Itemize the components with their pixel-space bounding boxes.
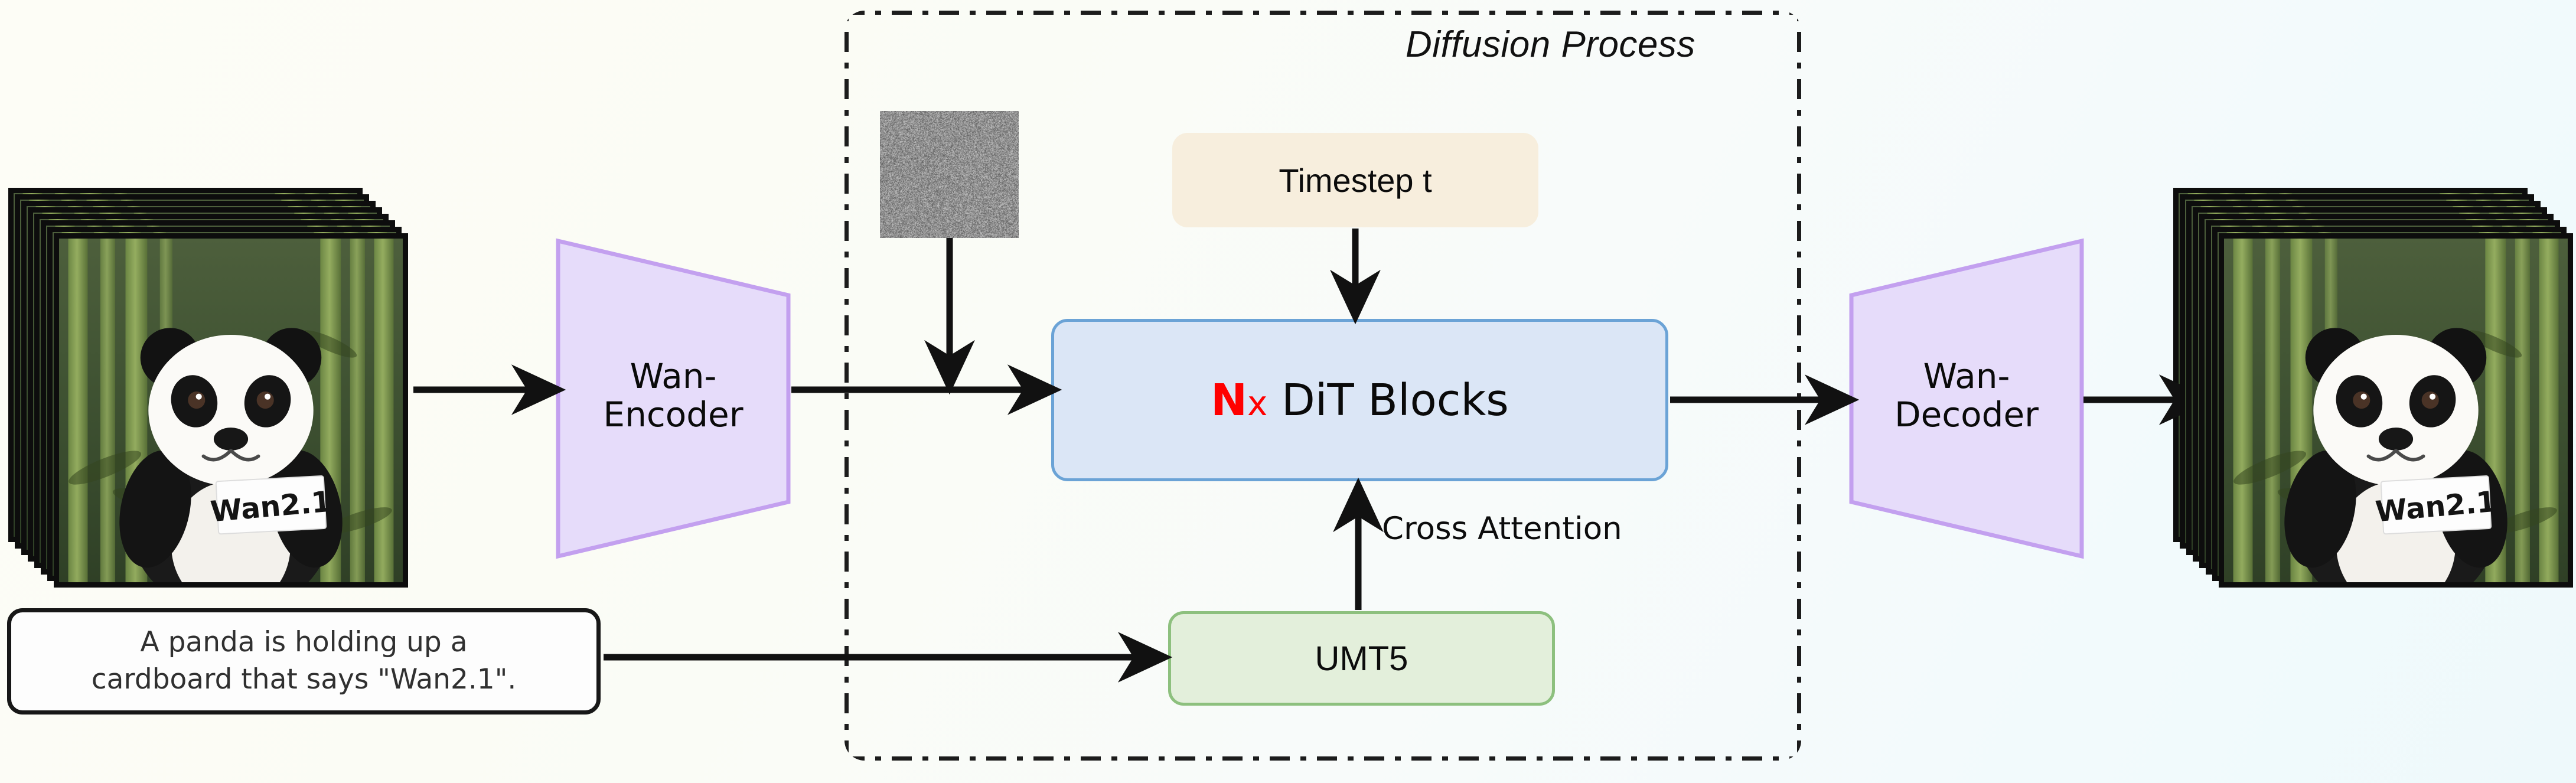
dit-blocks-text: DiT Blocks xyxy=(1282,375,1509,426)
encoder-label-line1: Wan- xyxy=(555,357,791,396)
dit-blocks-label: Nx DiT Blocks xyxy=(1211,375,1509,426)
noise-latent-patch xyxy=(880,111,1019,238)
encoder-label-line2: Encoder xyxy=(555,396,791,434)
decoder-label: Wan- Decoder xyxy=(1848,357,2085,434)
wan-decoder-node[interactable]: Wan- Decoder xyxy=(1848,236,2085,561)
timestep-node[interactable]: Timestep t xyxy=(1172,133,1538,227)
prompt-line-1: A panda is holding up a xyxy=(92,624,517,661)
dit-blocks-node[interactable]: Nx DiT Blocks xyxy=(1051,319,1668,481)
umt5-label: UMT5 xyxy=(1315,639,1408,678)
timestep-label: Timestep t xyxy=(1279,161,1432,200)
video-frame: Wan2.1 xyxy=(2219,233,2573,588)
video-frame: Wan2.1 xyxy=(54,233,408,588)
umt5-text-encoder-node[interactable]: UMT5 xyxy=(1168,611,1555,706)
text-prompt-content: A panda is holding up a cardboard that s… xyxy=(76,624,532,699)
diffusion-process-label: Diffusion Process xyxy=(1406,24,1695,66)
dit-n-value: N xyxy=(1211,375,1247,426)
decoder-label-line2: Decoder xyxy=(1848,396,2085,434)
output-video-frame-stack: Wan2.1 xyxy=(2173,188,2563,589)
encoder-label: Wan- Encoder xyxy=(555,357,791,434)
decoder-label-line1: Wan- xyxy=(1848,357,2085,396)
wan-encoder-node[interactable]: Wan- Encoder xyxy=(555,236,791,561)
dit-x-symbol: x xyxy=(1247,383,1267,423)
input-video-frame-stack: Wan2.1 xyxy=(8,188,398,589)
prompt-line-2: cardboard that says "Wan2.1". xyxy=(92,661,517,699)
text-prompt-box[interactable]: A panda is holding up a cardboard that s… xyxy=(7,608,601,715)
cross-attention-label: Cross Attention xyxy=(1382,511,1622,547)
